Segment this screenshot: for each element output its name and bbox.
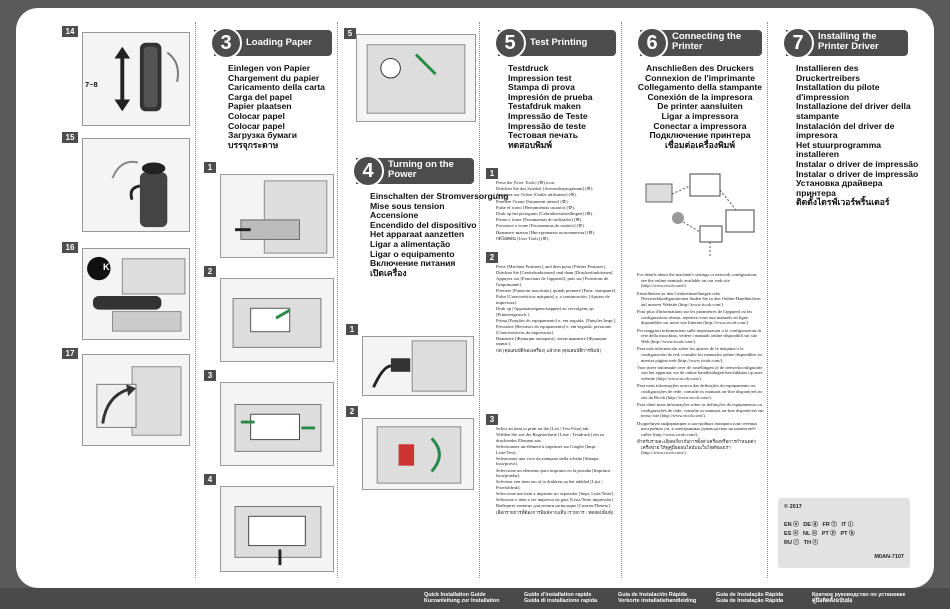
copyright-box: © 2017 EN ⓔ DE ⓓ FR ⓕ IT ⓘ ES ⓔ NL ⓝ PT … (778, 498, 910, 568)
step-4-sub-2: 2 (346, 406, 358, 417)
step-6-translations: Anschließen des Druckers Connexion de l'… (637, 63, 763, 150)
region-codes-row-1: EN ⓔ DE ⓓ FR ⓕ IT ⓘ (784, 522, 854, 528)
step-5-title: Test Printing (530, 37, 588, 48)
toner-color-label: K (103, 262, 110, 272)
step-3-sub-2: 2 (204, 266, 216, 277)
shake-count-label: 7~8 (85, 80, 98, 89)
figure-adjust-guides (220, 278, 334, 362)
step-6-title: Connecting the Printer (672, 31, 742, 52)
step-5-header: 5 Test Printing (494, 27, 616, 59)
step-5-sub-3-text: Select an item to print on the [List / T… (496, 426, 615, 515)
step-4-fig-5-number: 5 (344, 28, 356, 39)
step-5-sub-3: 3 (486, 414, 498, 425)
figure-pull-tray (220, 174, 334, 258)
step-3-sub-4: 4 (204, 474, 216, 485)
quick-installation-sheet: 14 7~8 15 16 (16, 8, 934, 588)
step-3-title: Loading Paper (246, 37, 312, 48)
step-7-number: 7 (782, 27, 814, 59)
figure-insert-toner (82, 248, 190, 340)
figure-close-cover (82, 354, 190, 446)
step-5-sub-1: 1 (486, 168, 498, 179)
step-6-notes: For details about the machine's settings… (637, 272, 764, 456)
step-5-sub-1-text: Press the [User Tools] (⚙) icon. Drücken… (496, 180, 596, 241)
step-5-sub-2: 2 (486, 252, 498, 263)
step-6-header: 6 Connecting the Printer (636, 27, 762, 59)
step-5-sub-2-text: Press [Machine Features], and then press… (496, 264, 617, 353)
step-4-number: 4 (352, 155, 384, 187)
figure-remove-cap (82, 138, 190, 232)
step-5-number: 5 (494, 27, 526, 59)
step-4-sub-1: 1 (346, 324, 358, 335)
figure-load-paper (220, 382, 334, 466)
step-17-number: 17 (62, 348, 78, 359)
step-14-number: 14 (62, 26, 78, 37)
step-7-title: Installing the Printer Driver (818, 31, 879, 52)
column-step-4: 5 4 Turning on the Power Einschalten der… (342, 22, 509, 578)
model-number: M0AN-7107 (874, 554, 904, 560)
step-6-number: 6 (636, 27, 668, 59)
step-4-title: Turning on the Power (388, 159, 454, 180)
column-step-7: 7 Installing the Printer Driver Installi… (772, 22, 928, 578)
step-5-translations: Testdruck Impression test Stampa di prov… (508, 63, 593, 150)
figure-insert-tray (220, 486, 334, 572)
copyright-year: © 2017 (784, 504, 802, 510)
step-4-translations: Einschalten der Stromversorgung Mise sou… (370, 191, 509, 278)
column-continued-steps: 14 7~8 15 16 (58, 22, 196, 578)
figure-press-power-switch (362, 418, 474, 490)
step-7-header: 7 Installing the Printer Driver (782, 27, 908, 59)
region-codes-row-2: ES ⓔ NL ⓝ PT ⓟ PT ⓑ (784, 531, 855, 537)
step-3-sub-1: 1 (204, 162, 216, 173)
figure-plug-power-cord (362, 336, 474, 396)
step-15-number: 15 (62, 132, 78, 143)
column-step-3: 3 Loading Paper Einlegen von Papier Char… (200, 22, 338, 578)
figure-remove-tape (356, 34, 476, 122)
column-step-6: 6 Connecting the Printer Anschließen des… (626, 22, 768, 578)
figure-network-connection (640, 160, 762, 264)
step-3-translations: Einlegen von Papier Chargement du papier… (228, 63, 325, 150)
step-4-header: 4 Turning on the Power (352, 155, 474, 187)
figure-toner-shake (82, 32, 190, 126)
step-16-number: 16 (62, 242, 78, 253)
step-3-header: 3 Loading Paper (210, 27, 332, 59)
step-7-translations: Installieren des Druckertreibers Install… (796, 63, 919, 208)
step-3-sub-3: 3 (204, 370, 216, 381)
column-step-5: 5 Test Printing Testdruck Impression tes… (484, 22, 622, 578)
region-codes-row-3: RU ⓡ TH ⓣ (784, 540, 818, 546)
step-3-number: 3 (210, 27, 242, 59)
